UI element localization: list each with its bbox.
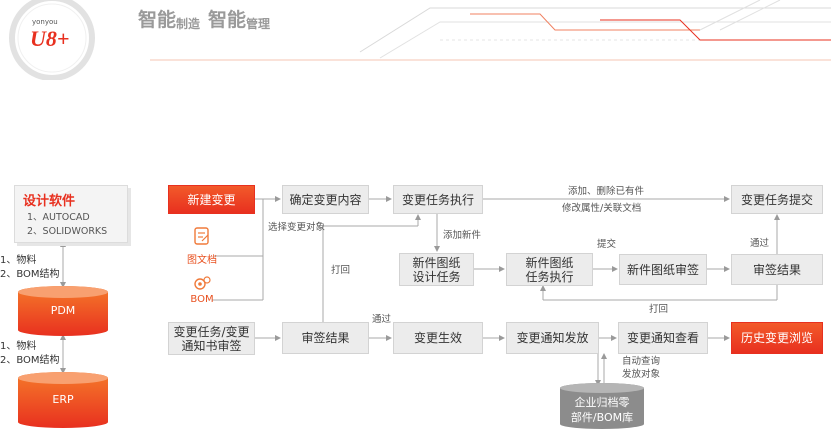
link-lower-1: 1、物料 bbox=[0, 341, 37, 352]
link-upper-2: 2、BOM结构 bbox=[0, 269, 60, 280]
node-notice-publish-label: 变更通知发放 bbox=[516, 331, 589, 345]
node-notice-review-line1: 变更任务/变更 bbox=[173, 324, 250, 339]
design-item-2: 2、SOLIDWORKS bbox=[27, 226, 108, 237]
slogan: 智能 制造 智能 管理 bbox=[138, 8, 270, 32]
pdm-label: PDM bbox=[50, 304, 76, 317]
node-new-change-label: 新建变更 bbox=[187, 192, 236, 207]
edge-label-return-left: 打回 bbox=[331, 265, 351, 276]
node-history-browse-label: 历史变更浏览 bbox=[740, 331, 813, 345]
erp-cylinder: ERP bbox=[18, 372, 108, 428]
node-review-result-bottom: 审签结果 bbox=[282, 322, 369, 354]
erp-shape bbox=[18, 372, 108, 428]
node-review-result-top: 审签结果 bbox=[731, 254, 823, 285]
node-new-drawing-review-label: 新件图纸审签 bbox=[626, 262, 699, 277]
node-notice-publish: 变更通知发放 bbox=[506, 322, 599, 354]
archive-cylinder: 企业归档零 部件/BOM库 bbox=[560, 383, 644, 429]
archive-label-1: 企业归档零 bbox=[574, 396, 630, 409]
node-notice-view-label: 变更通知查看 bbox=[626, 331, 699, 345]
gear-icon bbox=[194, 276, 211, 290]
node-task-execute-label: 变更任务执行 bbox=[401, 192, 474, 207]
pdm-cylinder: PDM bbox=[18, 286, 108, 336]
link-lower-2: 2、BOM结构 bbox=[0, 355, 60, 366]
node-change-effective: 变更生效 bbox=[393, 322, 483, 354]
header-decoration bbox=[9, 0, 831, 80]
node-change-effective-label: 变更生效 bbox=[413, 331, 462, 345]
node-task-execute: 变更任务执行 bbox=[393, 185, 483, 214]
node-notice-review-line2: 通知书审签 bbox=[181, 338, 242, 353]
drawing-doc-source: 图文档 bbox=[182, 224, 222, 268]
erp-label: ERP bbox=[52, 393, 74, 406]
node-notice-review: 变更任务/变更 通知书审签 bbox=[168, 322, 255, 355]
pdm-shape bbox=[18, 286, 108, 336]
bom-source: BOM bbox=[182, 275, 222, 311]
document-icon bbox=[194, 227, 209, 245]
node-new-drawing-design-line1: 新件图纸 bbox=[412, 255, 461, 270]
edge-label-add-delete: 添加、删除已有件 bbox=[568, 186, 645, 197]
edge-label-return-bottom: 打回 bbox=[649, 304, 669, 315]
bom-label: BOM bbox=[190, 294, 214, 305]
edge-label-pass-bottom: 通过 bbox=[372, 314, 392, 325]
edge-label-pass-top: 通过 bbox=[750, 238, 770, 249]
edge-label-auto-query-2: 发放对象 bbox=[622, 369, 661, 380]
edge-label-modify-attr: 修改属性/关联文档 bbox=[562, 203, 642, 214]
logo: yonyou U8+ bbox=[28, 18, 82, 62]
design-item-1: 1、AUTOCAD bbox=[27, 212, 90, 223]
node-confirm-content: 确定变更内容 bbox=[282, 185, 369, 214]
node-new-drawing-design-line2: 设计任务 bbox=[412, 269, 461, 284]
node-history-browse: 历史变更浏览 bbox=[731, 322, 823, 354]
node-task-submit: 变更任务提交 bbox=[731, 185, 823, 214]
design-software-card: 设计软件 1、AUTOCAD 2、SOLIDWORKS bbox=[14, 185, 128, 243]
logo-text: U8+ bbox=[30, 26, 70, 51]
slogan-part1: 智能 bbox=[138, 9, 177, 31]
edge-label-auto-query-1: 自动查询 bbox=[622, 356, 661, 367]
node-new-drawing-exec-line2: 任务执行 bbox=[525, 269, 574, 284]
edge-label-add-new-part: 添加新件 bbox=[443, 230, 482, 241]
archive-label-2: 部件/BOM库 bbox=[570, 411, 634, 424]
node-new-change: 新建变更 bbox=[168, 185, 255, 214]
slogan-part4: 管理 bbox=[246, 17, 271, 31]
slogan-part3: 智能 bbox=[208, 9, 247, 31]
drawing-doc-label: 图文档 bbox=[187, 255, 217, 266]
node-notice-view: 变更通知查看 bbox=[618, 322, 708, 354]
node-confirm-content-label: 确定变更内容 bbox=[289, 192, 362, 207]
archive-shape bbox=[560, 383, 644, 429]
header: yonyou U8+ 智能 制造 智能 管理 bbox=[0, 0, 831, 80]
node-new-drawing-design: 新件图纸 设计任务 bbox=[399, 253, 474, 286]
edge-label-submit: 提交 bbox=[597, 239, 617, 250]
node-review-result-bottom-label: 审签结果 bbox=[301, 331, 350, 345]
node-new-drawing-review: 新件图纸审签 bbox=[619, 254, 707, 285]
node-task-submit-label: 变更任务提交 bbox=[740, 192, 813, 207]
design-software-title: 设计软件 bbox=[23, 194, 76, 209]
link-upper-1: 1、物料 bbox=[0, 255, 37, 266]
logo-brand: yonyou bbox=[32, 18, 58, 26]
slogan-part2: 制造 bbox=[176, 17, 201, 31]
node-new-drawing-exec-line1: 新件图纸 bbox=[525, 255, 574, 270]
node-new-drawing-exec: 新件图纸 任务执行 bbox=[506, 253, 593, 286]
edge-label-select-object: 选择变更对象 bbox=[268, 222, 326, 233]
node-review-result-top-label: 审签结果 bbox=[752, 262, 801, 277]
